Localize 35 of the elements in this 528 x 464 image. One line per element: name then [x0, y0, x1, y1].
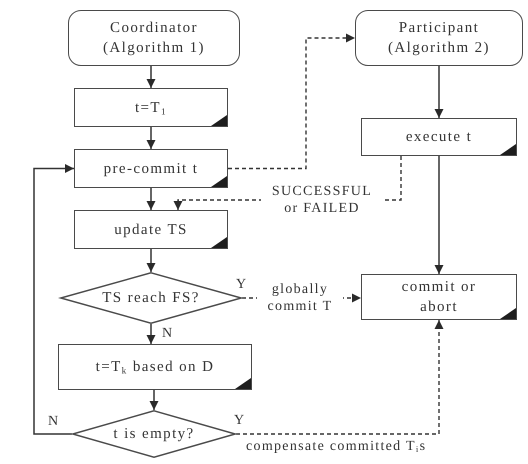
arrow — [150, 390, 158, 410]
node-label: execute t — [406, 128, 472, 147]
dashed-arrow — [228, 34, 355, 170]
arrow — [146, 66, 156, 88]
arrow — [434, 66, 444, 118]
process-box — [74, 210, 228, 249]
dashed-arrow — [236, 320, 444, 435]
node-label: Coordinator (Algorithm 1) — [102, 19, 206, 58]
arrow — [146, 324, 156, 344]
branch-label: Y — [236, 277, 246, 293]
arrow — [146, 127, 156, 149]
node-label: Participant (Algorithm 2) — [387, 19, 491, 58]
node-label: t=T$_{k}$ based on D — [96, 358, 214, 377]
arrow — [146, 249, 156, 272]
arrow — [434, 156, 444, 274]
node-label: t=T$_{1}$ — [134, 98, 168, 118]
node-label: update TS — [114, 220, 188, 240]
node-label: t is empty? — [113, 425, 195, 444]
edge-label: N — [161, 325, 174, 342]
decision-diamond — [72, 410, 236, 458]
process-box — [361, 118, 517, 156]
arrow — [33, 164, 74, 435]
edge-label: compensate committed T$_{i}$s — [245, 438, 428, 455]
branch-label: Y — [234, 413, 244, 429]
node-label: TS reach FS? — [102, 289, 200, 308]
arrow — [146, 188, 156, 210]
node-label: commit or abort — [400, 278, 478, 317]
terminal-box — [68, 10, 240, 66]
process-box — [58, 344, 252, 390]
process-box — [74, 88, 228, 127]
edge-label: N — [47, 413, 60, 430]
process-box — [74, 149, 228, 188]
terminal-box — [355, 10, 523, 66]
process-box — [361, 274, 517, 320]
node-label: pre-commit t — [104, 160, 198, 178]
